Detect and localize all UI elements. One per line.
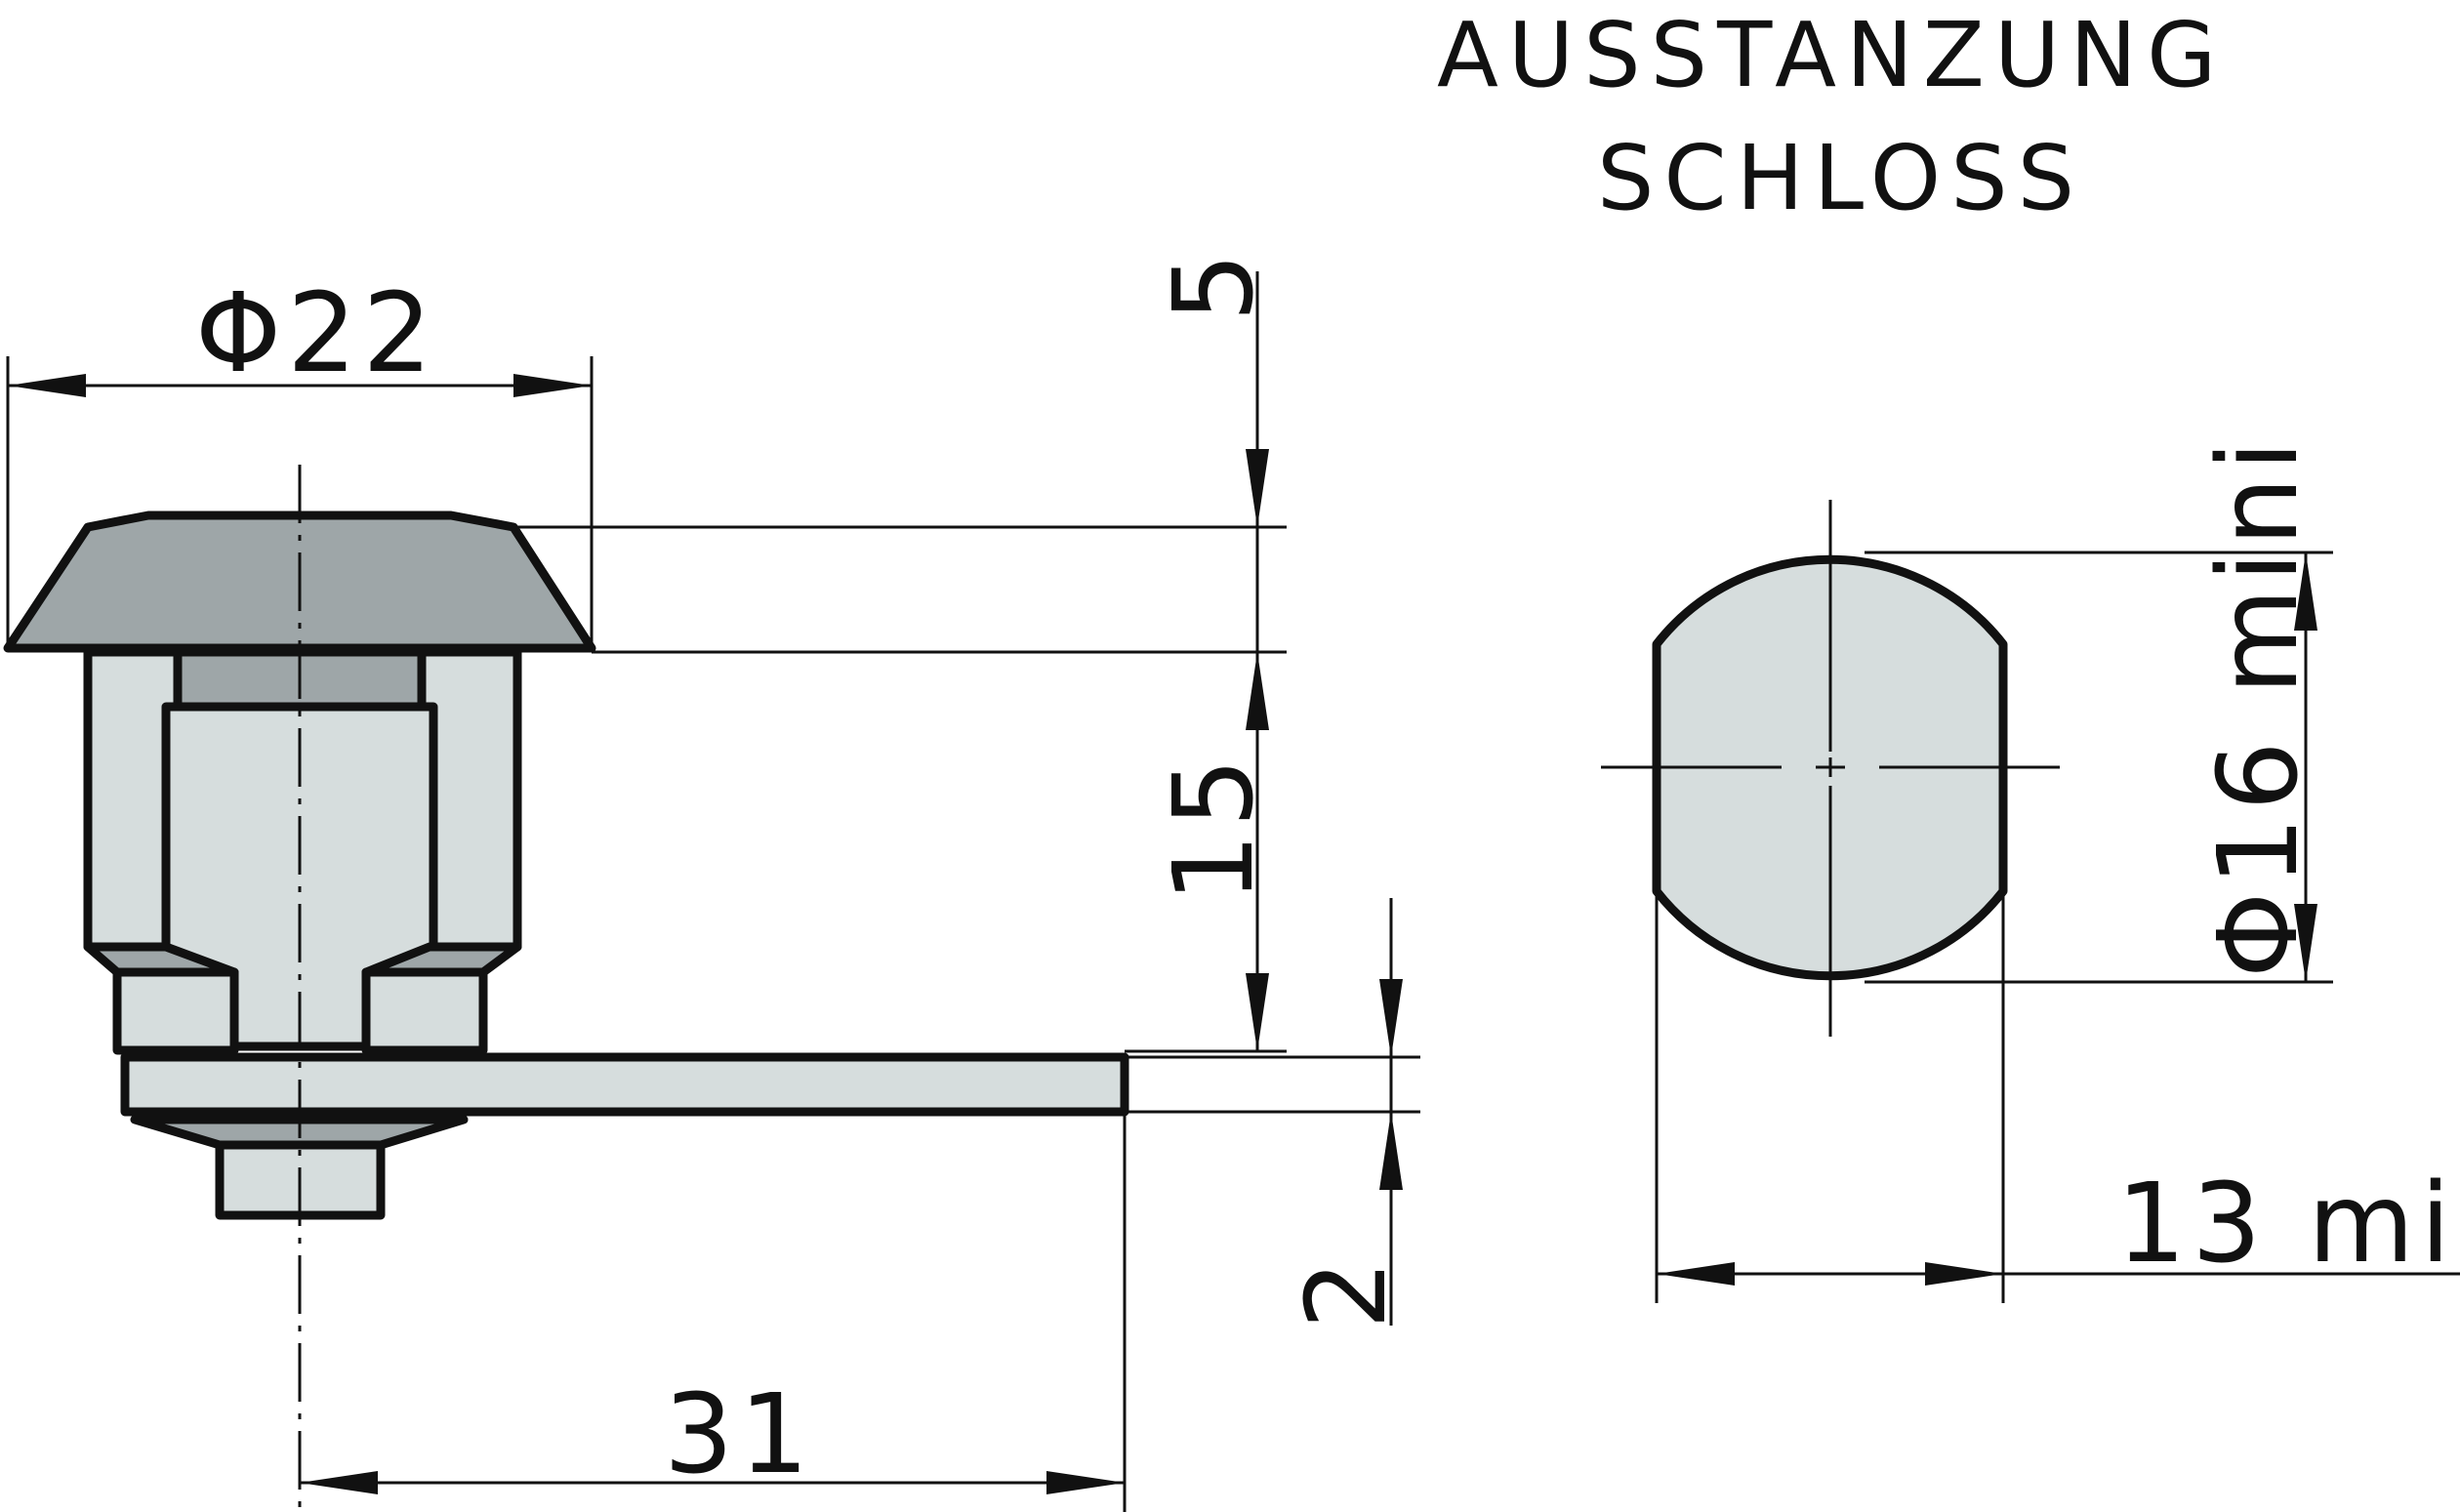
label-head-diameter: Φ22 (195, 270, 438, 397)
dimension-height: 5 15 (1151, 247, 1278, 1051)
dimension-head-diameter: Φ22 (6, 270, 594, 648)
label-body-length: 15 (1151, 752, 1278, 903)
title-line-2: SCHLOSS (1597, 126, 2084, 230)
lock-right-shoulder (361, 967, 488, 1055)
label-cam-length: 31 (664, 1371, 815, 1498)
extension-lines (513, 525, 1420, 1114)
label-cam-thickness: 2 (1284, 1254, 1411, 1329)
cutout-view (1601, 500, 2060, 1037)
lock-side-view (3, 465, 1129, 1512)
title-line-1: AUSSTANZUNG (1437, 3, 2226, 107)
dimension-cam-length: 31 (300, 1112, 1127, 1512)
dimension-cam-thickness: 2 (1284, 898, 1411, 1329)
lock-cam (120, 1052, 1129, 1117)
label-cutout-height: Φ16 mini (2195, 434, 2322, 978)
dimension-cutout-width: 13 mini (1655, 891, 2460, 1303)
label-cutout-width: 13 mini (2116, 1161, 2460, 1287)
dimension-cutout-height: Φ16 mini (1865, 434, 2333, 984)
label-head-height: 5 (1151, 247, 1278, 322)
lock-left-shoulder (112, 967, 239, 1055)
